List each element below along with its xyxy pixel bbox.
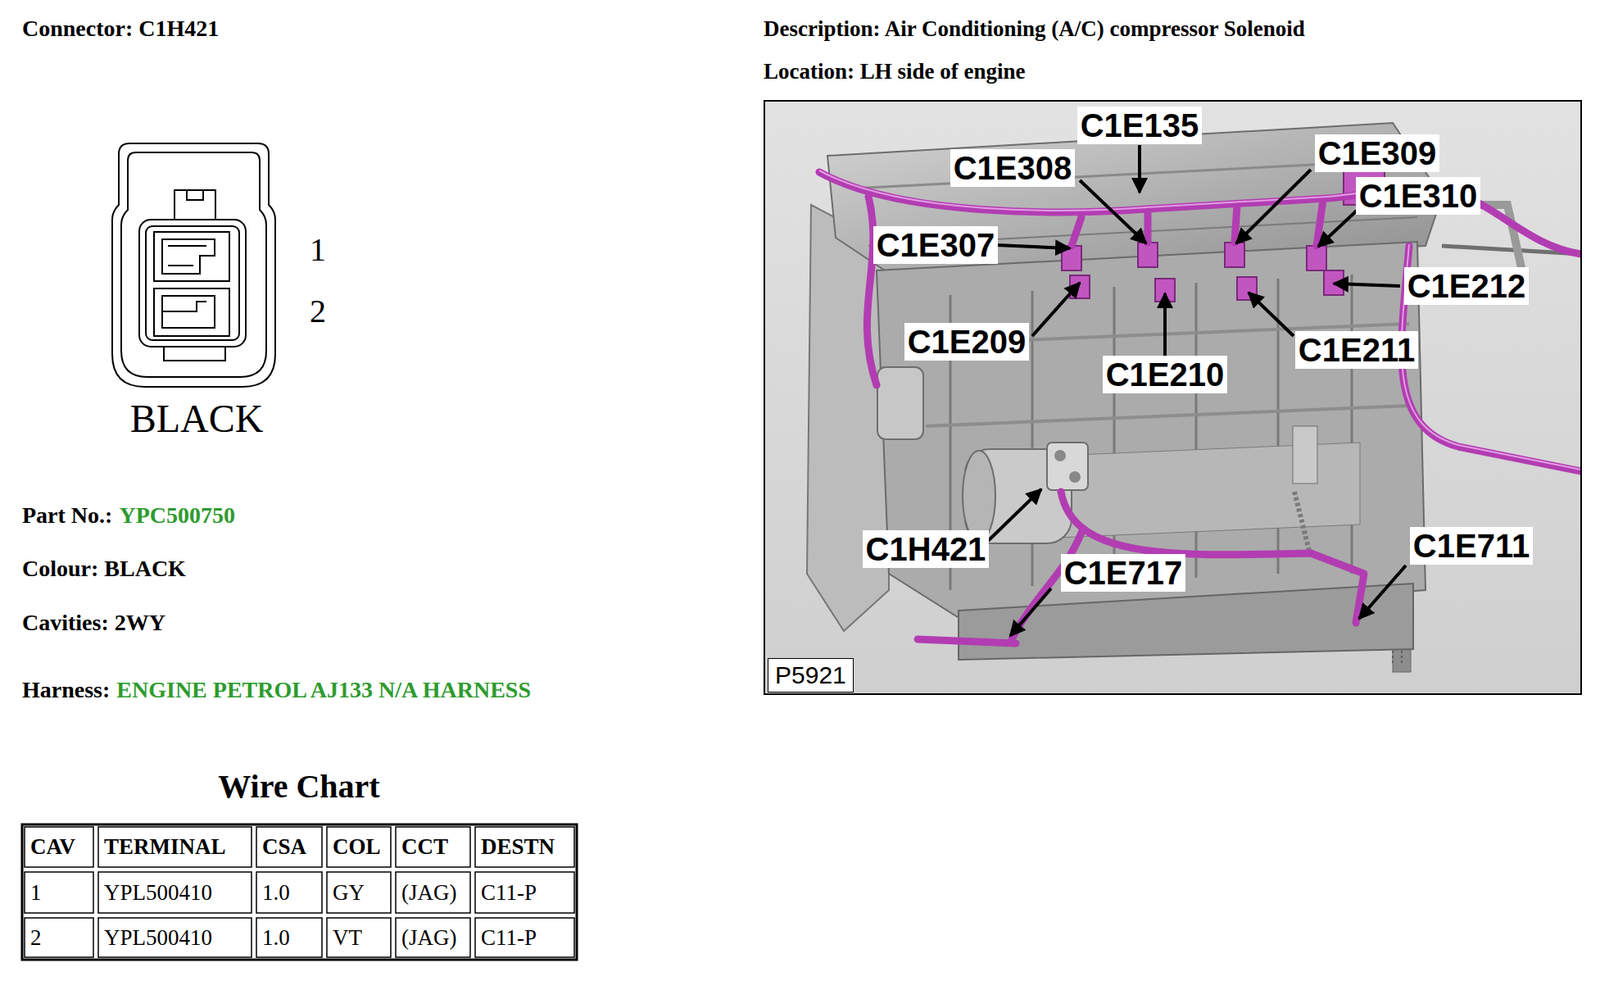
table-cell: C11-P: [480, 924, 537, 951]
table-cell: 1.0: [262, 879, 291, 906]
callout-label: C1E308: [950, 149, 1076, 187]
wire-chart-grid: [22, 824, 577, 960]
callout-label: C1E209: [904, 322, 1030, 361]
connector-colour-text: BLACK: [130, 394, 264, 443]
callout-label: C1E711: [1409, 526, 1533, 565]
connector-heading: Connector: C1H421: [22, 14, 219, 43]
field-name: Part No.:: [22, 501, 113, 530]
table-cell: GY: [332, 879, 365, 906]
pin-number: 1: [309, 230, 327, 270]
engine-illustration: [764, 100, 1582, 694]
table-title: Wire Chart: [217, 766, 380, 807]
table-header-cell: CSA: [262, 833, 307, 860]
connector-face: [112, 143, 276, 387]
table-cell: (JAG): [401, 879, 458, 906]
callout-label: C1E211: [1295, 330, 1419, 369]
part-number-value: YPC500750: [118, 501, 236, 530]
callout-label: C1E310: [1355, 176, 1482, 215]
field-name: Harness:: [22, 675, 110, 704]
figure-number: P5921: [767, 657, 854, 693]
description-heading: Description: Air Conditioning (A/C) comp…: [763, 15, 1306, 42]
pin-number: 2: [309, 291, 327, 331]
field-text: Cavities: 2WY: [22, 608, 166, 637]
table-cell: (JAG): [401, 924, 458, 951]
table-header-cell: TERMINAL: [104, 833, 227, 860]
callout-label: C1E212: [1404, 267, 1530, 305]
table-cell: 1: [30, 879, 42, 906]
callout-label: C1E210: [1102, 355, 1229, 394]
table-cell: YPL500410: [104, 924, 213, 951]
callout-label: C1E309: [1314, 134, 1441, 173]
callout-label: C1E135: [1077, 106, 1203, 145]
callout-label: C1E307: [873, 226, 999, 264]
table-header-cell: CCT: [401, 833, 449, 860]
location-heading: Location: LH side of engine: [763, 58, 1026, 85]
field-text: Colour: BLACK: [22, 554, 186, 583]
table-cell: YPL500410: [104, 879, 213, 906]
table-header-cell: CAV: [30, 833, 76, 860]
callout-label: C1H421: [862, 530, 990, 568]
table-header-cell: COL: [332, 833, 381, 860]
callout-label: C1E717: [1060, 553, 1187, 592]
table-cell: VT: [332, 924, 363, 951]
table-header-cell: DESTN: [480, 833, 555, 860]
table-cell: 2: [30, 924, 42, 951]
table-cell: 1.0: [262, 924, 291, 951]
harness-value: ENGINE PETROL AJ133 N/A HARNESS: [116, 675, 531, 704]
table-cell: C11-P: [480, 879, 537, 906]
